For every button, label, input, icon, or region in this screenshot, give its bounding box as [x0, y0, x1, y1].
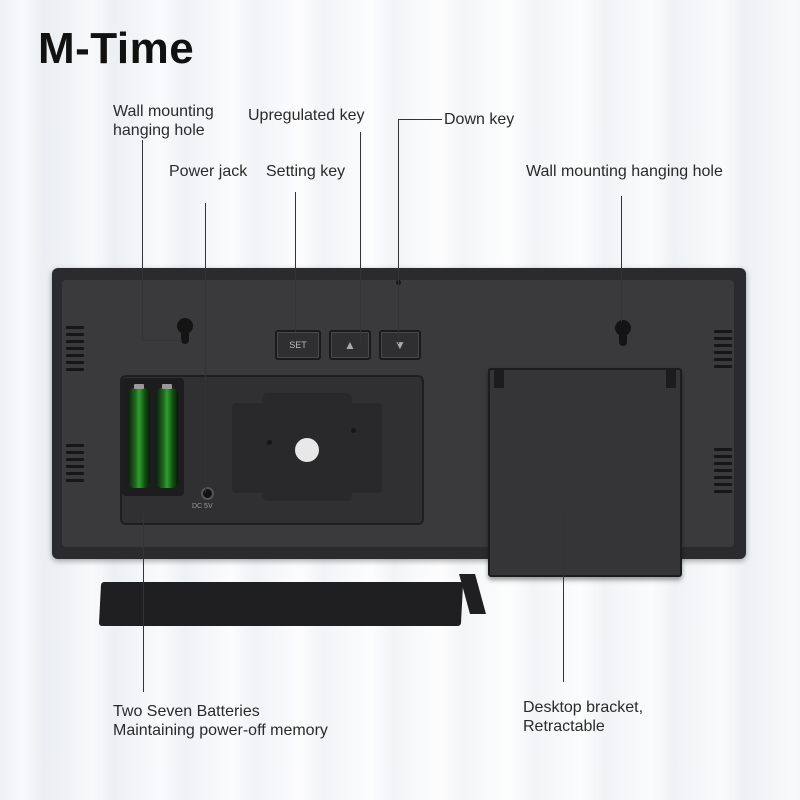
- leader-wall-hole-left: [142, 140, 143, 341]
- wall-hanging-hole-left: [175, 318, 195, 344]
- mount-screw-right: [351, 428, 356, 433]
- label-down-key: Down key: [444, 111, 515, 128]
- label-wall-hole-left: Wall mounting hanging hole: [113, 102, 214, 140]
- power-jack[interactable]: [201, 487, 214, 500]
- label-setting-key: Setting key: [266, 163, 346, 180]
- leader-batteries: [143, 512, 144, 692]
- up-key[interactable]: ▲: [329, 330, 371, 360]
- label-batteries-line1: Two Seven Batteries: [113, 703, 260, 720]
- brand-title: M-Time: [38, 24, 195, 73]
- jack-label: DC 5V: [192, 503, 213, 510]
- mount-screw-left: [267, 440, 272, 445]
- wall-hanging-hole-right: [613, 320, 633, 346]
- leader-setting-key: [295, 192, 296, 332]
- battery-2: [156, 384, 178, 488]
- set-key[interactable]: SET: [275, 330, 321, 360]
- battery-1: [128, 384, 150, 488]
- vent-left-bottom: [66, 444, 84, 486]
- battery-holder: [122, 378, 184, 496]
- leader-wall-hole-left-h: [142, 340, 182, 341]
- label-wall-hole-left-line2: hanging hole: [113, 122, 205, 139]
- label-wall-hole-left-line1: Wall mounting: [113, 103, 214, 120]
- desktop-bracket[interactable]: [488, 368, 682, 577]
- label-batteries-line2: Maintaining power-off memory: [113, 722, 328, 739]
- vent-right-bottom: [714, 448, 732, 497]
- leader-down-key: [398, 119, 399, 344]
- bracket-tab-right: [666, 368, 676, 388]
- triangle-down-icon: ▼: [394, 338, 406, 352]
- label-bracket: Desktop bracket, Retractable: [523, 698, 643, 736]
- down-key[interactable]: ▼: [379, 330, 421, 360]
- leader-down-key-h: [398, 119, 442, 120]
- triangle-up-icon: ▲: [344, 338, 356, 352]
- label-bracket-line1: Desktop bracket,: [523, 699, 644, 716]
- label-bracket-line2: Retractable: [523, 718, 605, 735]
- leader-bracket: [563, 510, 564, 682]
- bracket-tab-left: [494, 368, 504, 388]
- battery-cover-clip: [459, 574, 486, 614]
- vent-left-top: [66, 326, 84, 375]
- label-batteries: Two Seven Batteries Maintaining power-of…: [113, 702, 328, 740]
- label-power-jack: Power jack: [169, 163, 248, 180]
- center-button: [295, 438, 319, 462]
- label-upregulated-key: Upregulated key: [248, 107, 365, 124]
- leader-wall-hole-right: [621, 196, 622, 322]
- leader-up-key: [360, 132, 361, 344]
- battery-cover[interactable]: [98, 574, 486, 626]
- leader-power-jack: [205, 203, 206, 493]
- label-wall-hole-right: Wall mounting hanging hole: [526, 163, 723, 180]
- vent-right-top: [714, 330, 732, 372]
